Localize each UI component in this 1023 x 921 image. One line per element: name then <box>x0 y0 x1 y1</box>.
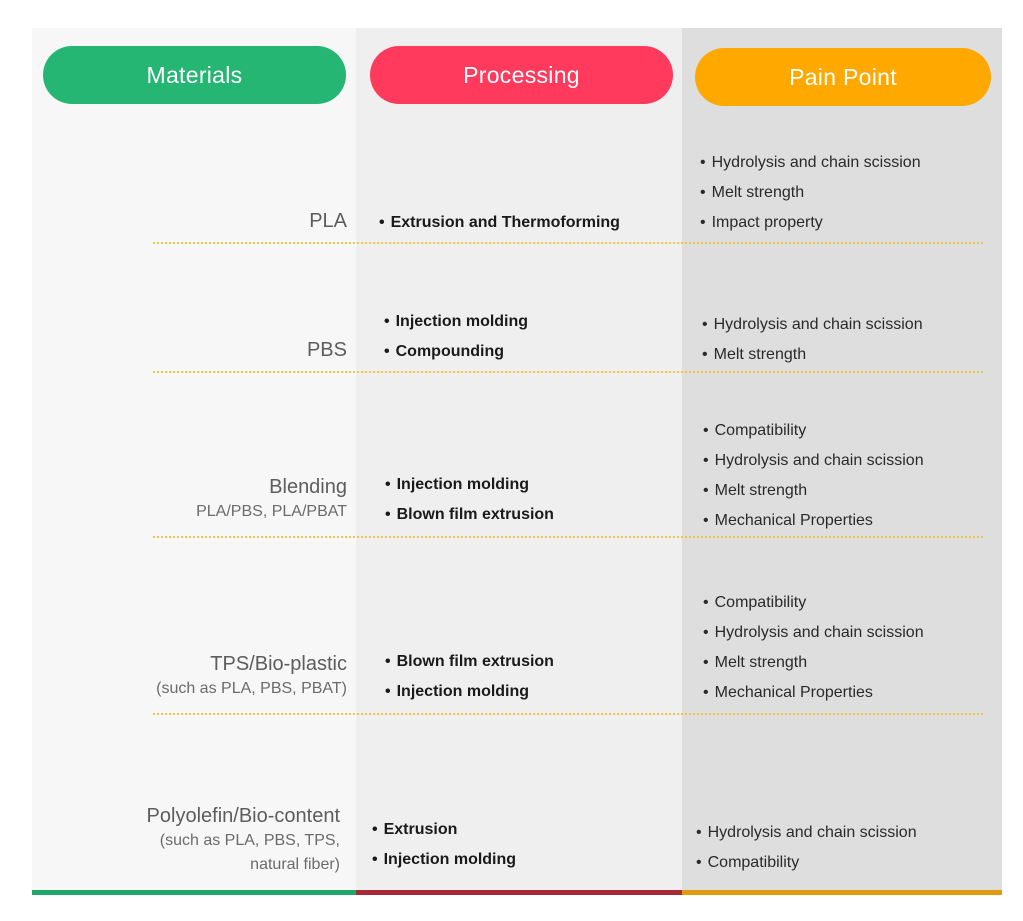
processing-item: Injection molding <box>385 677 554 707</box>
row-divider <box>153 713 983 715</box>
pain-point-item: Hydrolysis and chain scission <box>703 446 924 476</box>
pain-point-bottom-bar <box>682 890 1002 895</box>
material-name: PLA <box>309 210 347 232</box>
material-cell: TPS/Bio-plastic (such as PLA, PBS, PBAT) <box>156 651 347 701</box>
row-divider <box>153 242 983 244</box>
pain-point-item: Melt strength <box>703 476 924 506</box>
pain-point-item: Melt strength <box>703 648 924 678</box>
processing-item: Injection molding <box>385 470 554 500</box>
pain-point-item: Hydrolysis and chain scission <box>700 148 921 178</box>
processing-item: Compounding <box>384 337 528 367</box>
processing-item: Injection molding <box>384 307 528 337</box>
processing-bottom-bar <box>356 890 682 895</box>
pain-point-item: Compatibility <box>703 416 924 446</box>
pain-point-item: Mechanical Properties <box>703 506 924 536</box>
pain-point-list: Hydrolysis and chain scission Compatibil… <box>696 818 917 878</box>
material-cell: PBS <box>307 337 347 363</box>
material-cell: PLA <box>309 208 347 234</box>
processing-list: Extrusion Injection molding <box>372 815 516 875</box>
materials-header-label: Materials <box>146 61 243 88</box>
processing-item: Blown film extrusion <box>385 500 554 530</box>
material-subtitle: (such as PLA, PBS, PBAT) <box>156 680 347 697</box>
pain-point-item: Impact property <box>700 208 921 238</box>
material-cell: Blending PLA/PBS, PLA/PBAT <box>196 474 347 524</box>
pain-point-list: Hydrolysis and chain scission Melt stren… <box>702 310 923 370</box>
material-name: TPS/Bio-plastic <box>210 653 347 675</box>
pain-point-item: Melt strength <box>700 178 921 208</box>
row-divider <box>153 536 983 538</box>
pain-point-item: Compatibility <box>696 848 917 878</box>
pain-point-list: Compatibility Hydrolysis and chain sciss… <box>703 588 924 708</box>
processing-list: Extrusion and Thermoforming <box>379 208 620 238</box>
processing-list: Injection molding Blown film extrusion <box>385 470 554 530</box>
processing-item: Injection molding <box>372 845 516 875</box>
processing-header-pill: Processing <box>370 46 673 104</box>
materials-header-pill: Materials <box>43 46 346 104</box>
pain-point-header-pill: Pain Point <box>695 48 991 106</box>
material-cell: Polyolefin/Bio-content (such as PLA, PBS… <box>147 803 340 877</box>
material-name: Polyolefin/Bio-content <box>146 805 340 827</box>
processing-list: Blown film extrusion Injection molding <box>385 647 554 707</box>
pain-point-list: Compatibility Hydrolysis and chain sciss… <box>703 416 924 536</box>
pain-point-item: Compatibility <box>703 588 924 618</box>
processing-item: Extrusion <box>372 815 516 845</box>
processing-column-background <box>356 28 682 892</box>
material-subtitle: (such as PLA, PBS, TPS, <box>159 832 340 849</box>
processing-list: Injection molding Compounding <box>384 307 528 367</box>
pain-point-item: Melt strength <box>702 340 923 370</box>
material-subtitle: PLA/PBS, PLA/PBAT <box>196 503 347 520</box>
materials-bottom-bar <box>32 890 356 895</box>
pain-point-item: Hydrolysis and chain scission <box>702 310 923 340</box>
pain-point-list: Hydrolysis and chain scission Melt stren… <box>700 148 921 238</box>
row-divider <box>153 371 983 373</box>
pain-point-item: Mechanical Properties <box>703 678 924 708</box>
pain-point-item: Hydrolysis and chain scission <box>696 818 917 848</box>
pain-point-item: Hydrolysis and chain scission <box>703 618 924 648</box>
material-subtitle: natural fiber) <box>250 856 340 873</box>
processing-item: Blown film extrusion <box>385 647 554 677</box>
processing-item: Extrusion and Thermoforming <box>379 208 620 238</box>
material-name: PBS <box>306 339 347 361</box>
processing-header-label: Processing <box>463 61 580 88</box>
material-name: Blending <box>269 476 347 498</box>
materials-column-background <box>32 28 356 892</box>
pain-point-header-label: Pain Point <box>789 63 897 90</box>
